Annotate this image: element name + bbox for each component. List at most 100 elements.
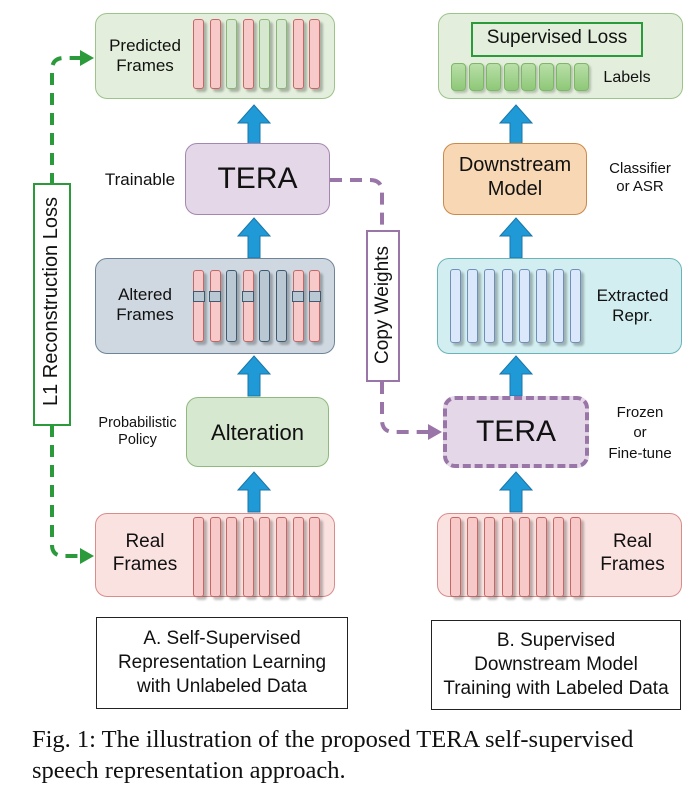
l1-loss-path <box>50 56 80 185</box>
real-frames-b-label: Real Frames <box>585 531 680 577</box>
or-line: or <box>633 424 647 442</box>
frame-bar <box>309 19 321 89</box>
frame-bar <box>292 270 305 342</box>
masked-segment <box>292 291 305 302</box>
trainable-side-label: Trainable <box>104 170 176 189</box>
tera-frozen-label: TERA <box>475 415 556 448</box>
frame-bar <box>209 270 222 342</box>
figure-caption-line1: Fig. 1: The illustration of the proposed… <box>32 726 634 753</box>
supervised-loss-label: Supervised Loss <box>486 27 628 48</box>
frame-bar <box>193 19 204 89</box>
l1-loss-arrowhead-bottom <box>80 548 94 564</box>
real-frames-b-line1: Real <box>612 531 653 552</box>
panel-b-title-line3: Training with Labeled Data <box>443 677 669 699</box>
labels-text: Labels <box>603 69 651 86</box>
extracted-repr-line2: Repr. <box>612 306 653 326</box>
up-arrow-icon <box>236 217 272 259</box>
frame-bar <box>209 19 221 89</box>
frame-bar <box>242 270 255 342</box>
frame-bar <box>259 19 271 89</box>
frame-bar <box>308 270 321 342</box>
up-arrow-icon <box>236 104 272 146</box>
real-frames-b-line2: Frames <box>600 553 665 575</box>
predicted-frames-label-line1: Predicted <box>109 36 181 55</box>
figure-caption-line2: speech representation approach. <box>32 756 346 784</box>
frame-bar <box>276 517 287 597</box>
alteration-label: Alteration <box>211 420 304 445</box>
masked-segment <box>242 291 255 302</box>
panel-b-title-line1: B. Supervised <box>496 630 616 652</box>
frame-bar <box>570 517 582 597</box>
figure-caption: Fig. 1: The illustration of the proposed… <box>32 725 633 786</box>
copy-weights-path-lower <box>380 382 428 434</box>
panel-a-title-box: A. Self-Supervised Representation Learni… <box>96 617 348 709</box>
masked-segment <box>209 291 222 302</box>
altered-frames-label: Altered Frames <box>100 285 190 326</box>
probabilistic-policy-line1: Probabilistic <box>98 415 177 431</box>
real-frames-a-line2: Frames <box>112 553 178 575</box>
classifier-asr-label: Classifier or ASR <box>590 160 690 196</box>
classifier-line: Classifier <box>609 160 671 177</box>
l1-loss-label: L1 Reconstruction Loss <box>40 197 62 407</box>
probabilistic-policy-label: Probabilistic Policy <box>90 415 185 450</box>
frame-bar <box>501 269 513 343</box>
probabilistic-policy-line2: Policy <box>118 432 157 449</box>
panel-a-title-line3: with Unlabeled Data <box>136 675 308 697</box>
panel-a-title-line1: A. Self-Supervised <box>143 628 301 650</box>
l1-loss-arrowhead-top <box>80 50 94 66</box>
frame-bar <box>450 517 461 597</box>
copy-weights-path <box>330 178 384 230</box>
frame-bar <box>226 270 238 342</box>
frame-bar <box>193 517 204 597</box>
frame-bar <box>242 19 254 89</box>
predicted-frames-label-line2: Frames <box>116 56 174 76</box>
tera-trainable-box <box>185 143 330 215</box>
frozen-finetune-label: Frozen or Fine-tune <box>595 403 685 464</box>
label-block <box>503 63 519 91</box>
label-block <box>521 63 536 91</box>
finetune-line: Fine-tune <box>608 444 672 462</box>
frame-bar <box>467 517 479 597</box>
frame-bar <box>259 270 271 342</box>
frame-bar <box>192 270 205 342</box>
copy-weights-label: Copy Weights <box>372 246 393 364</box>
real-frames-a-label: Real Frames <box>100 531 190 577</box>
frozen-line: Frozen <box>616 404 664 421</box>
tera-frozen-box <box>443 396 589 468</box>
predicted-frames-label: Predicted Frames <box>100 36 190 77</box>
up-arrow-icon <box>236 355 272 397</box>
label-block <box>538 63 554 91</box>
extracted-repr-label: Extracted Repr. <box>585 286 680 327</box>
frame-bar <box>501 517 513 597</box>
frame-bar <box>570 269 582 343</box>
frame-bar <box>276 270 287 342</box>
or-asr-line: or ASR <box>616 178 664 195</box>
frame-bar <box>292 517 304 597</box>
panel-a-title-line2: Representation Learning <box>117 652 327 674</box>
frame-bar <box>450 269 461 343</box>
copy-weights-arrowhead <box>428 424 442 440</box>
real-frames-a-line1: Real <box>125 531 165 552</box>
panel-b-title-line2: Downstream Model <box>474 654 638 676</box>
label-block <box>486 63 501 91</box>
copy-weights-label-box: Copy Weights <box>366 230 400 382</box>
downstream-model-line2: Model <box>487 178 543 200</box>
up-arrow-icon <box>236 471 272 513</box>
frame-bar <box>226 19 238 89</box>
l1-loss-label-box: L1 Reconstruction Loss <box>33 183 71 426</box>
alteration-box <box>186 397 329 467</box>
frame-bar <box>484 269 496 343</box>
tera-trainable-label: TERA <box>217 162 298 195</box>
frame-bar <box>209 517 221 597</box>
frame-bar <box>242 517 254 597</box>
up-arrow-icon <box>498 217 534 259</box>
frame-bar <box>309 517 321 597</box>
supervised-loss-label-box <box>471 22 643 57</box>
frame-bar <box>292 19 304 89</box>
l1-loss-path-bottom <box>50 425 80 558</box>
up-arrow-icon <box>498 104 534 146</box>
masked-segment <box>192 291 205 302</box>
frame-bar <box>226 517 238 597</box>
frame-bar <box>536 517 547 597</box>
